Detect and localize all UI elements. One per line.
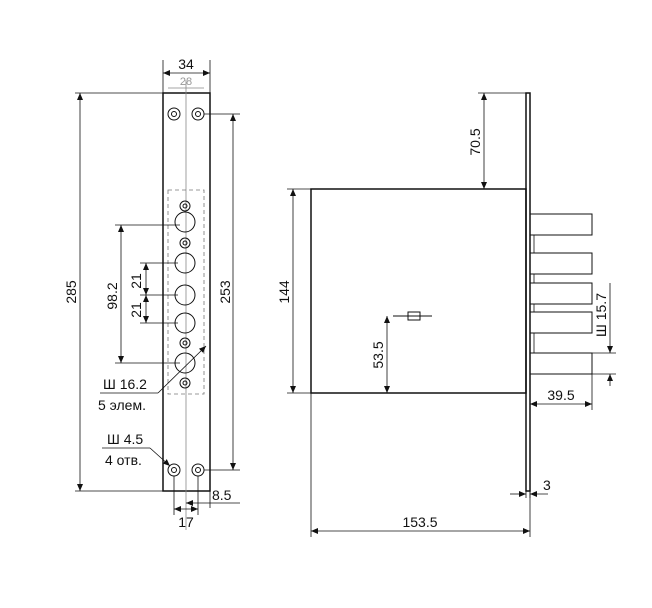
body-height-label: 144: [276, 280, 292, 304]
dim-edge-offset: 8.5: [186, 487, 240, 508]
hole-span-label: 253: [217, 280, 233, 304]
keyhole-icon: [393, 311, 432, 321]
bottom-pitch-label: 17: [178, 514, 194, 530]
plate-thickness-label: 3: [543, 477, 551, 493]
bolt-projection-label: 39.5: [547, 387, 574, 403]
bolt-callout: Ш 16.2 5 элем.: [98, 345, 207, 413]
bolt-note-line2: 5 элем.: [98, 397, 146, 413]
hole-note-line2: 4 отв.: [105, 452, 142, 468]
bolt-pitch-upper-label: 21: [128, 273, 144, 289]
top-offset-label: 70.5: [467, 128, 483, 155]
bolt-zone-outline: [167, 189, 205, 395]
dim-key-height: 53.5: [370, 316, 390, 393]
dim-bolt-diameter: Ш 15.7: [592, 283, 616, 386]
dim-hole-span: 253: [204, 113, 240, 471]
dim-inner-width: 28: [168, 76, 204, 89]
bolt-diameter-label: Ш 15.7: [593, 293, 609, 337]
side-view: 70.5 144 53.5 Ш 15.7 39.5: [276, 92, 616, 537]
dim-bolt-span: 98.2: [104, 224, 180, 364]
front-view: 34 28 285 253 98.2: [63, 56, 240, 530]
height-label: 285: [63, 280, 79, 304]
faceplate-side: [525, 92, 531, 492]
hole-callout: Ш 4.5 4 отв.: [102, 431, 171, 468]
body-depth-label: 153.5: [402, 514, 437, 530]
faceplate-outline: [162, 92, 211, 492]
edge-offset-label: 8.5: [212, 487, 232, 503]
lock-body-outline: [310, 188, 527, 394]
bolt-note-line1: Ш 16.2: [103, 376, 147, 392]
dim-width: 34: [162, 56, 211, 93]
bolt-span-label: 98.2: [104, 282, 120, 309]
bolt-pitch-lower-label: 21: [128, 302, 144, 318]
dim-bolt-pitches: 21 21: [128, 262, 178, 324]
inner-width-label: 28: [180, 76, 192, 88]
dim-body-depth: 153.5: [310, 393, 531, 537]
side-bolts: [529, 213, 593, 375]
key-height-label: 53.5: [370, 341, 386, 368]
dim-height: 285: [63, 92, 163, 492]
dim-body-height: 144: [276, 188, 311, 394]
dim-top-offset: 70.5: [467, 92, 526, 190]
dim-bolt-projection: 39.5: [530, 374, 593, 410]
width-label: 34: [178, 56, 194, 72]
dim-bottom-pitch: 17: [173, 476, 199, 530]
hole-note-line1: Ш 4.5: [107, 431, 143, 447]
